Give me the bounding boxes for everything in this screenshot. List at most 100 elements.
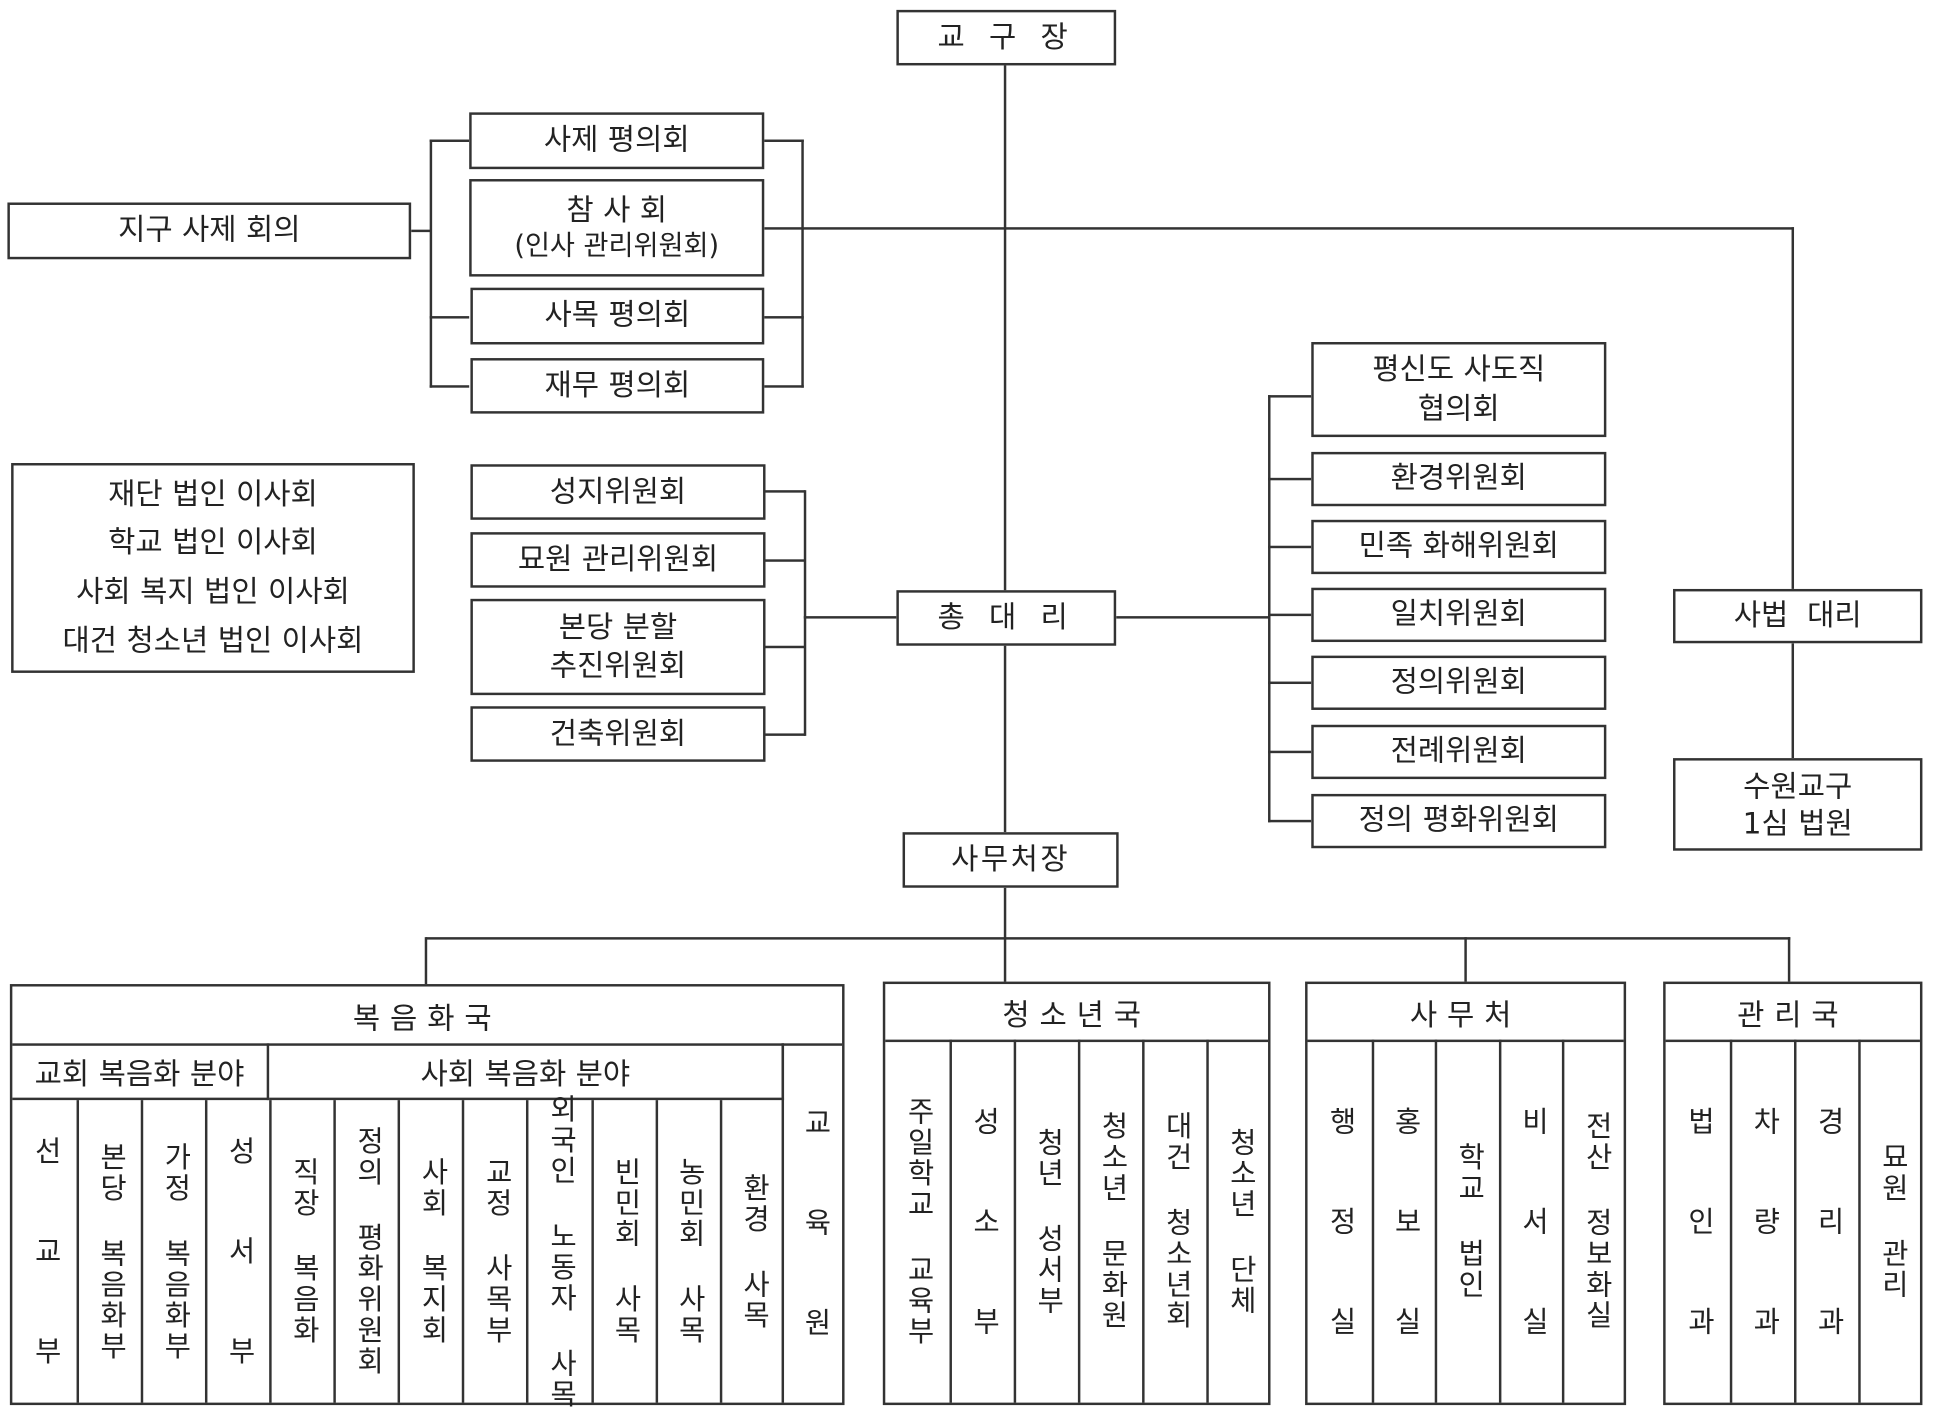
unit-column: 청년 성서부 [1013,1039,1078,1403]
bracket [803,490,807,736]
unit-column: 묘원 관리 [1858,1039,1922,1403]
connector [1003,887,1007,985]
unit-column: 대건 청소년회 [1142,1039,1206,1403]
unit-label: 대건 청소년회 [1159,1111,1192,1332]
unit-label: 직장 복음화 [286,1156,319,1346]
committee-line: 추진위원회 [549,648,687,683]
committee-box: 민족 화해위원회 [1311,519,1607,575]
church-area-title: 교회 복음화 분야 [12,1043,270,1101]
judicial-vicar-box: 사법 대리 [1673,588,1923,644]
unit-column: 빈민회 사목 [590,1100,655,1403]
unit-column: 행 정 실 [1308,1040,1372,1403]
education-center: 교 육 원 [781,1043,845,1403]
unit-label: 본당 복음화부 [93,1141,126,1362]
committee-box: 묘원 관리위원회 [470,532,766,588]
unit-column: 주일학교 교육부 [885,1040,949,1403]
secretary-general-box: 사무처장 [902,832,1119,888]
unit-column: 외국인 노동자 사목 [526,1093,590,1409]
unit-label: 빈민회 사목 [608,1156,641,1346]
council-box: 재무 평의회 [470,358,765,414]
department-title: 복음화국 [12,987,843,1046]
bracket [429,139,433,388]
unit-label: 전산 정보화실 [1579,1111,1612,1332]
committee-box: 평신도 사도직 협의회 [1311,342,1607,438]
unit-column: 성 소 부 [949,1039,1013,1403]
connector [1791,227,1795,589]
unit-label: 청소년 단체 [1223,1126,1256,1316]
unit-label: 학교 법인 [1451,1142,1485,1301]
unit-label: 환경 사목 [736,1172,769,1331]
consultors-title: 참 사 회 [566,192,668,227]
unit-column: 교정 사목부 [462,1100,526,1403]
bishop-box: 교 구 장 [896,9,1117,66]
department-title: 관리국 [1665,984,1920,1043]
bracket [801,139,804,388]
unit-label: 청년 성서부 [1030,1126,1064,1316]
unit-column: 홍 보 실 [1371,1039,1435,1403]
consultors-subtitle: (인사 관리위원회) [514,230,720,262]
unit-column: 가정 복음화부 [140,1100,205,1403]
vicar-general-box: 총 대 리 [896,590,1117,646]
unit-column: 비 서 실 [1498,1039,1563,1403]
boards-box: 재단 법인 이사회 학교 법인 이사회 사회 복지 법인 이사회 대건 청소년 … [11,463,415,673]
committee-box: 본당 분할 추진위원회 [470,598,766,696]
unit-label: 교정 사목부 [479,1156,512,1346]
council-box: 사목 평의회 [470,287,765,345]
district-priests-box: 지구 사제 회의 [7,202,412,260]
bracket [1268,395,1271,823]
committee-line: 본당 분할 [558,609,678,645]
unit-column: 환경 사목 [719,1100,783,1403]
unit-label: 행 정 실 [1323,1105,1356,1337]
department-title: 사무처 [1307,984,1624,1043]
unit-label: 경 리 과 [1811,1105,1844,1337]
unit-label: 사회 복지회 [415,1156,448,1346]
unit-column: 선 교 부 [12,1100,76,1403]
unit-column: 사회 복지회 [397,1100,462,1403]
board-item: 학교 법인 이사회 [108,525,318,560]
unit-column: 차 량 과 [1729,1039,1794,1403]
connector [1791,643,1795,759]
committee-box: 환경위원회 [1311,451,1607,507]
connector [411,229,431,233]
consultors-box: 참 사 회 (인사 관리위원회) [469,179,765,277]
unit-label: 비 서 실 [1515,1105,1548,1337]
unit-label: 차 량 과 [1747,1105,1780,1337]
connector [764,227,1795,230]
court-line: 수원교구 [1743,768,1853,804]
board-item: 재단 법인 이사회 [108,476,318,511]
court-box: 수원교구 1심 법원 [1673,758,1923,851]
committee-line: 평신도 사도직 [1372,352,1546,387]
unit-column: 경 리 과 [1794,1039,1858,1403]
unit-label: 교 육 원 [798,1107,831,1339]
committee-box: 건축위원회 [470,706,766,762]
unit-label: 성 소 부 [966,1105,999,1337]
unit-label: 정의 평화위원회 [350,1126,383,1377]
board-item: 사회 복지 법인 이사회 [76,574,350,609]
unit-column: 성 서 부 [204,1100,269,1403]
unit-label: 외국인 노동자 사목 [543,1093,576,1410]
committee-line: 협의회 [1417,390,1500,426]
connector [425,937,1791,940]
unit-column: 본당 복음화부 [76,1100,141,1403]
unit-label: 선 교 부 [28,1135,61,1367]
committee-box: 전례위원회 [1311,724,1607,780]
council-box: 사제 평의회 [469,112,765,170]
committee-box: 성지위원회 [470,464,766,520]
committee-box: 정의 평화위원회 [1311,793,1607,849]
unit-column: 청소년 단체 [1206,1039,1270,1403]
unit-column: 정의 평화위원회 [333,1100,397,1403]
unit-column: 농민회 사목 [655,1100,719,1403]
unit-column: 법 인 과 [1666,1040,1730,1403]
unit-column: 학교 법인 [1434,1039,1499,1403]
secretariat-department: 사무처 행 정 실 홍 보 실 학교 법인 비 서 실 전산 정보화실 [1305,981,1627,1406]
unit-label: 홍 보 실 [1388,1105,1421,1337]
unit-label: 주일학교 교육부 [901,1095,934,1347]
committee-box: 정의위원회 [1311,655,1607,710]
board-item: 대건 청소년 법인 이사회 [62,623,364,658]
department-title: 청소년국 [885,984,1269,1043]
court-line: 1심 법원 [1742,805,1853,841]
unit-column: 청소년 문화원 [1077,1039,1142,1403]
unit-label: 농민회 사목 [672,1156,705,1346]
